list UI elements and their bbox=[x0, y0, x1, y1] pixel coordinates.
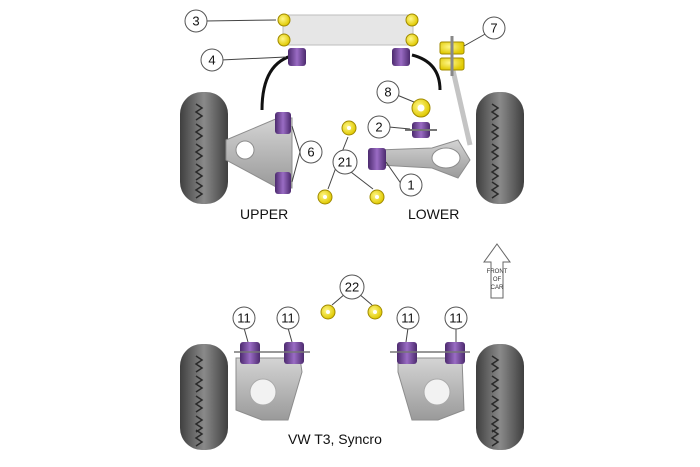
bush-purple bbox=[275, 172, 291, 194]
bush-purple bbox=[275, 112, 291, 134]
label-upper: UPPER bbox=[240, 206, 288, 222]
svg-text:OF: OF bbox=[493, 277, 502, 283]
bush-purple-11 bbox=[240, 342, 260, 364]
bush-purple bbox=[288, 48, 306, 66]
front-of-car-arrow: FRONT OF CAR bbox=[483, 243, 511, 299]
svg-text:11: 11 bbox=[281, 311, 295, 326]
tyre-rear-left bbox=[180, 344, 228, 450]
callout-11: 11 bbox=[232, 306, 256, 330]
bush-purple-11 bbox=[445, 342, 465, 364]
bush-yellow bbox=[405, 33, 419, 47]
svg-text:7: 7 bbox=[490, 21, 497, 36]
callout-11: 11 bbox=[396, 306, 420, 330]
callout-1: 1 bbox=[399, 173, 423, 197]
drop-link-right bbox=[411, 53, 442, 91]
callout-7: 7 bbox=[482, 16, 506, 40]
label-lower: LOWER bbox=[408, 206, 459, 222]
tie-rod bbox=[449, 65, 473, 146]
tyre-rear-right bbox=[476, 344, 524, 450]
callout-11: 11 bbox=[276, 306, 300, 330]
bush-yellow bbox=[405, 13, 419, 27]
tyre-front-left bbox=[180, 92, 228, 204]
callout-2: 2 bbox=[367, 115, 391, 139]
svg-text:4: 4 bbox=[208, 53, 215, 68]
label-model: VW T3, Syncro bbox=[288, 431, 382, 447]
svg-text:3: 3 bbox=[192, 14, 199, 29]
callout-22: 22 bbox=[339, 274, 365, 300]
svg-text:2: 2 bbox=[375, 120, 382, 135]
svg-text:11: 11 bbox=[237, 311, 251, 326]
callout-8: 8 bbox=[376, 80, 400, 104]
bush-purple bbox=[392, 48, 410, 66]
svg-text:1: 1 bbox=[407, 178, 414, 193]
bush-purple-11 bbox=[284, 342, 304, 364]
svg-text:21: 21 bbox=[338, 155, 352, 170]
callout-21: 21 bbox=[332, 149, 358, 175]
svg-text:FRONT: FRONT bbox=[487, 269, 508, 275]
bush-yellow bbox=[277, 13, 291, 27]
callout-6: 6 bbox=[299, 140, 323, 164]
callout-11: 11 bbox=[444, 306, 468, 330]
bush-yellow bbox=[277, 33, 291, 47]
svg-text:11: 11 bbox=[401, 311, 415, 326]
bush-purple-1 bbox=[368, 148, 386, 170]
svg-text:22: 22 bbox=[345, 280, 359, 295]
callout-3: 3 bbox=[184, 9, 208, 33]
callout-4: 4 bbox=[200, 48, 224, 72]
bush-purple-11 bbox=[397, 342, 417, 364]
svg-text:11: 11 bbox=[449, 311, 463, 326]
tyre-front-right bbox=[476, 92, 524, 204]
svg-text:8: 8 bbox=[384, 85, 391, 100]
svg-text:CAR: CAR bbox=[491, 285, 504, 291]
svg-text:6: 6 bbox=[307, 145, 314, 160]
anti-roll-bar bbox=[282, 14, 414, 46]
